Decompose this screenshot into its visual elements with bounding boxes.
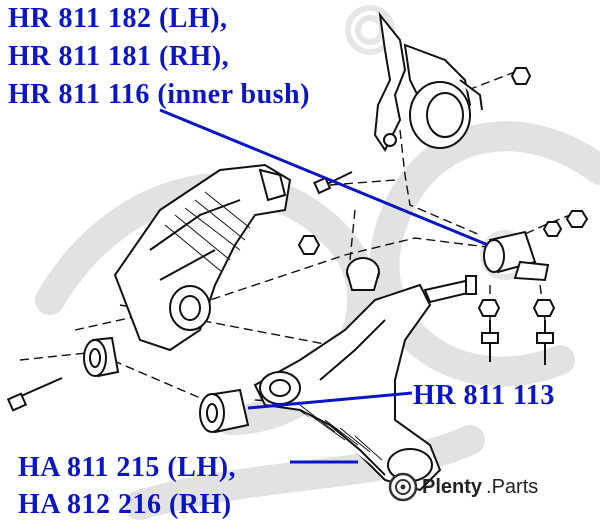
lower-control-arm (253, 283, 442, 492)
part-label-ha-812-216: HA 812 216 (RH) (18, 489, 232, 520)
watermark-text-bold: Plenty (422, 475, 483, 498)
arm-hatching (299, 404, 383, 461)
watermark-brand: Plenty.Parts (388, 472, 538, 502)
steering-knuckle (373, 11, 483, 152)
watermark-text-rest: .Parts (486, 475, 539, 498)
bushing-hr-811-113 (199, 388, 250, 434)
bushing-left (83, 336, 120, 378)
part-label-ha-811-215: HA 811 215 (LH), (18, 452, 237, 483)
plenty-parts-logo-icon (388, 472, 418, 502)
stop-bushing (346, 257, 380, 291)
bushing-inner-hr-811-116 (483, 230, 550, 282)
ball-joint-stud (423, 275, 477, 304)
part-label-hr-811-181: HR 811 181 (RH), (8, 41, 230, 72)
part-label-hr-811-116: HR 811 116 (inner bush) (8, 79, 310, 110)
leader-lines (159, 108, 489, 464)
part-label-hr-811-113: HR 811 113 (413, 380, 555, 411)
fasteners (6, 67, 589, 412)
bracket-hatching (164, 191, 251, 273)
part-label-hr-811-182: HR 811 182 (LH), (8, 3, 228, 34)
chassis-bracket (113, 163, 292, 352)
